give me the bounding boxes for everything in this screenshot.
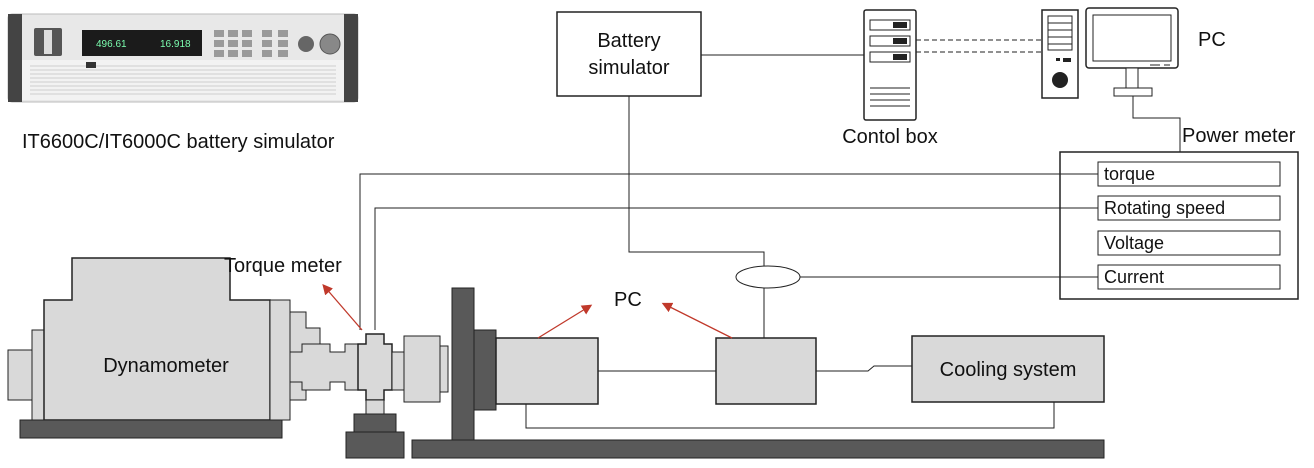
pc-pointer-motor: [537, 304, 593, 339]
battery-simulator-caption: IT6600C/IT6000C battery simulator: [22, 131, 335, 153]
battery-simulator-photo: 496.61 16.918: [7, 13, 359, 103]
channel-current-label: Current: [1104, 267, 1164, 287]
pc-tower-icon: [1041, 9, 1079, 99]
power-meter-label: Power meter: [1182, 125, 1296, 147]
channel-voltage-label: Voltage: [1104, 233, 1164, 253]
link-torque-signal: [359, 173, 1098, 330]
pc-arrows-label: PC: [614, 289, 642, 311]
pc-pointer-controller: [661, 302, 733, 339]
torque-meter-pointer: [322, 284, 363, 331]
channel-torque-box: [1097, 161, 1281, 187]
link-simulator-controller: [628, 96, 765, 338]
photo-display-left: 496.61: [96, 39, 127, 50]
link-cooling-loop: [525, 402, 1055, 429]
channel-rotating-speed-label: Rotating speed: [1104, 198, 1225, 218]
control-box-icon: [863, 9, 917, 121]
battery-simulator-label-line1: Battery: [597, 30, 660, 52]
link-pc-powermeter: [1132, 96, 1181, 152]
channel-voltage-box: [1097, 230, 1281, 256]
cooling-system-box: [911, 335, 1105, 403]
cooling-system-label: Cooling system: [940, 359, 1077, 381]
torque-meter-label: Torque meter: [224, 255, 342, 277]
channel-torque-label: torque: [1104, 164, 1155, 184]
torque-meter-icon: [345, 333, 405, 459]
motor-controller: [715, 337, 817, 405]
pc-monitor-icon: [1085, 7, 1179, 97]
link-controller-cooling: [816, 365, 912, 372]
control-box-label: Contol box: [842, 126, 938, 148]
link-speed-signal: [374, 207, 1098, 330]
battery-simulator-box: [556, 11, 702, 97]
battery-simulator-label-line2: simulator: [588, 57, 669, 79]
photo-display-right: 16.918: [160, 39, 191, 50]
current-clamp-icon: [735, 265, 801, 289]
dynamometer: [7, 257, 321, 439]
dynamometer-label: Dynamometer: [103, 355, 229, 377]
power-meter-channels: torque Rotating speed Voltage Current: [1097, 161, 1281, 290]
channel-current-box: [1097, 264, 1281, 290]
drive-motor: [495, 337, 599, 405]
shaft-coupling-right: [391, 335, 449, 403]
test-bed-frame: [411, 287, 1105, 459]
channel-rotating-speed-box: [1097, 195, 1281, 221]
pc-top-label: PC: [1198, 29, 1226, 51]
